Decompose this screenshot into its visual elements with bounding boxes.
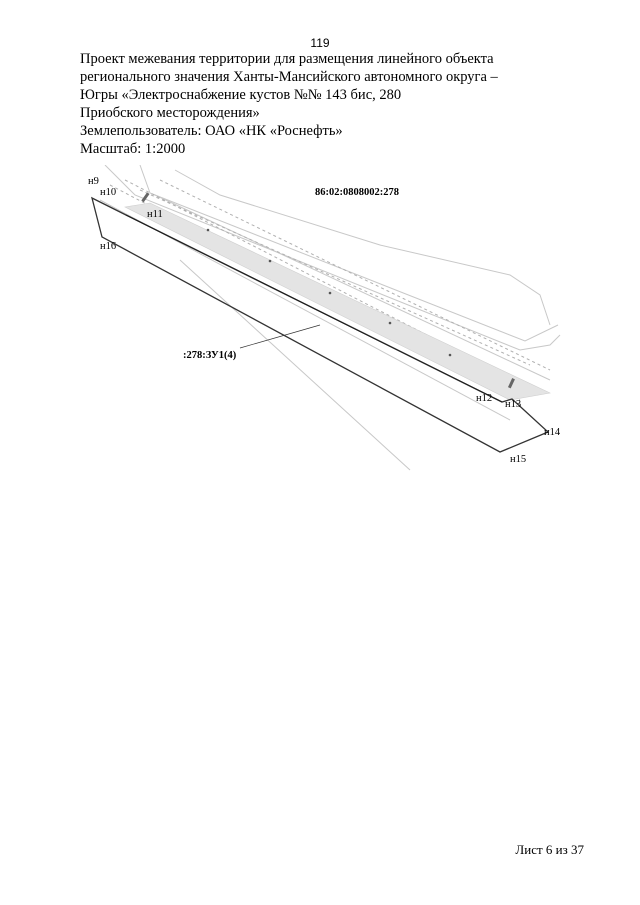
title-line-3: Югры «Электроснабжение кустов №№ 143 бис… [80, 87, 402, 103]
document-header: Проект межевания территории для размещен… [80, 50, 560, 158]
plot-label: :278:ЗУ1(4) [183, 350, 237, 361]
point-label-n14: н14 [544, 427, 561, 438]
power-line-axis [125, 214, 503, 403]
title-line-2: регионального значения Ханты-Мансийского… [80, 69, 498, 85]
point-label-n16: н16 [100, 241, 116, 252]
land-user: Землепользователь: ОАО «НК «Роснефть» [80, 123, 343, 139]
scale: Масштаб: 1:2000 [80, 141, 186, 157]
point-label-n11: н11 [147, 209, 163, 220]
plot-label-leader [239, 324, 321, 349]
page-number: 119 [310, 36, 330, 50]
cadastral-number-label: 86:02:0808002:278 [315, 187, 399, 198]
point-label-n10: н10 [100, 187, 116, 198]
hatched-corridor [124, 202, 551, 401]
background-road-lines [99, 165, 561, 471]
boundary-marker-icon [141, 192, 150, 203]
title-line-4: Приобского месторождения» [80, 105, 260, 121]
point-label-n13: н13 [505, 399, 521, 410]
title-line-1: Проект межевания территории для размещен… [80, 51, 494, 67]
pole-markers [206, 228, 452, 357]
point-label-n9: н9 [88, 176, 99, 187]
sheet-number: Лист 6 из 37 [515, 842, 584, 857]
point-label-n15: н15 [510, 454, 526, 465]
survey-map: 86:02:0808002:278 :278:ЗУ1(4) н9 н10 н11… [88, 165, 561, 471]
boundary-marker-icon [507, 378, 515, 389]
point-label-n12: н12 [476, 393, 492, 404]
